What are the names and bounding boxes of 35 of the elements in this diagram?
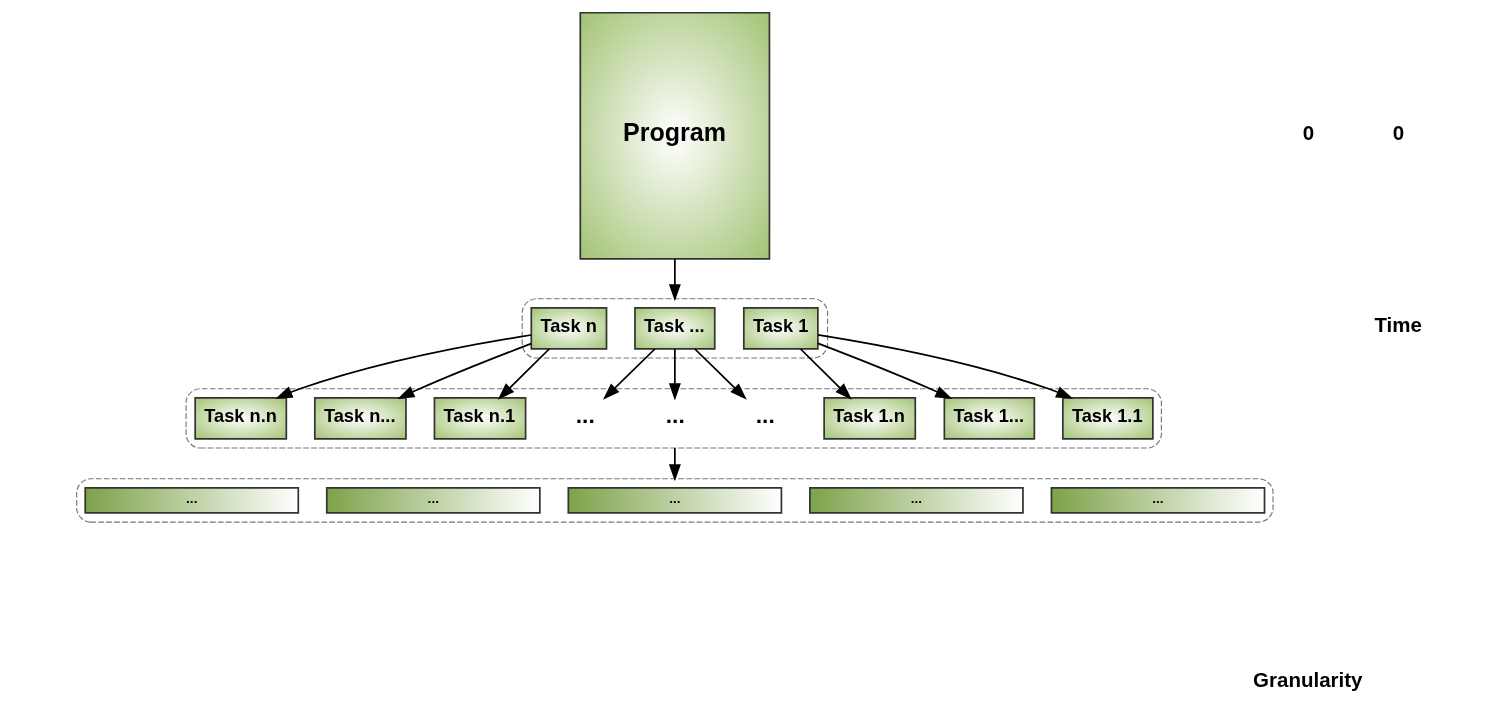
node-box: Task n.n (194, 397, 288, 440)
arrow (497, 348, 551, 400)
node-box: Task 1.n (823, 397, 917, 440)
node-box: Task ... (634, 307, 716, 350)
cluster (521, 298, 829, 359)
node-box: Task n... (313, 397, 407, 440)
node-box: Task 1.1 (1062, 397, 1154, 440)
arrow (668, 348, 681, 401)
cluster (76, 478, 1274, 523)
arrow (602, 348, 656, 400)
label: Granularity (1253, 667, 1363, 691)
label: 0 (1302, 120, 1315, 144)
arrow (799, 348, 852, 400)
arrow (668, 258, 681, 302)
node-text: ... (575, 401, 595, 428)
arrow (668, 447, 681, 482)
arrow (275, 334, 533, 399)
node-box: Task 1 (742, 307, 819, 350)
label: 0 (1392, 120, 1405, 144)
node-box: Program (579, 11, 771, 260)
arrow (397, 342, 533, 399)
node-box: ... (84, 487, 300, 514)
node-box: ... (567, 487, 783, 514)
node-box: ... (809, 487, 1024, 514)
node-box: ... (325, 487, 541, 514)
node-text: ... (665, 401, 685, 428)
node-text: ... (755, 401, 775, 428)
arrow (817, 334, 1074, 399)
arrow (817, 342, 953, 399)
arrow (694, 348, 747, 400)
label: Time (1374, 313, 1422, 337)
node-box: ... (1050, 487, 1266, 514)
node-box: Task n (530, 307, 608, 350)
node-box: Task n.1 (433, 397, 527, 440)
node-box: Task 1... (943, 397, 1036, 440)
